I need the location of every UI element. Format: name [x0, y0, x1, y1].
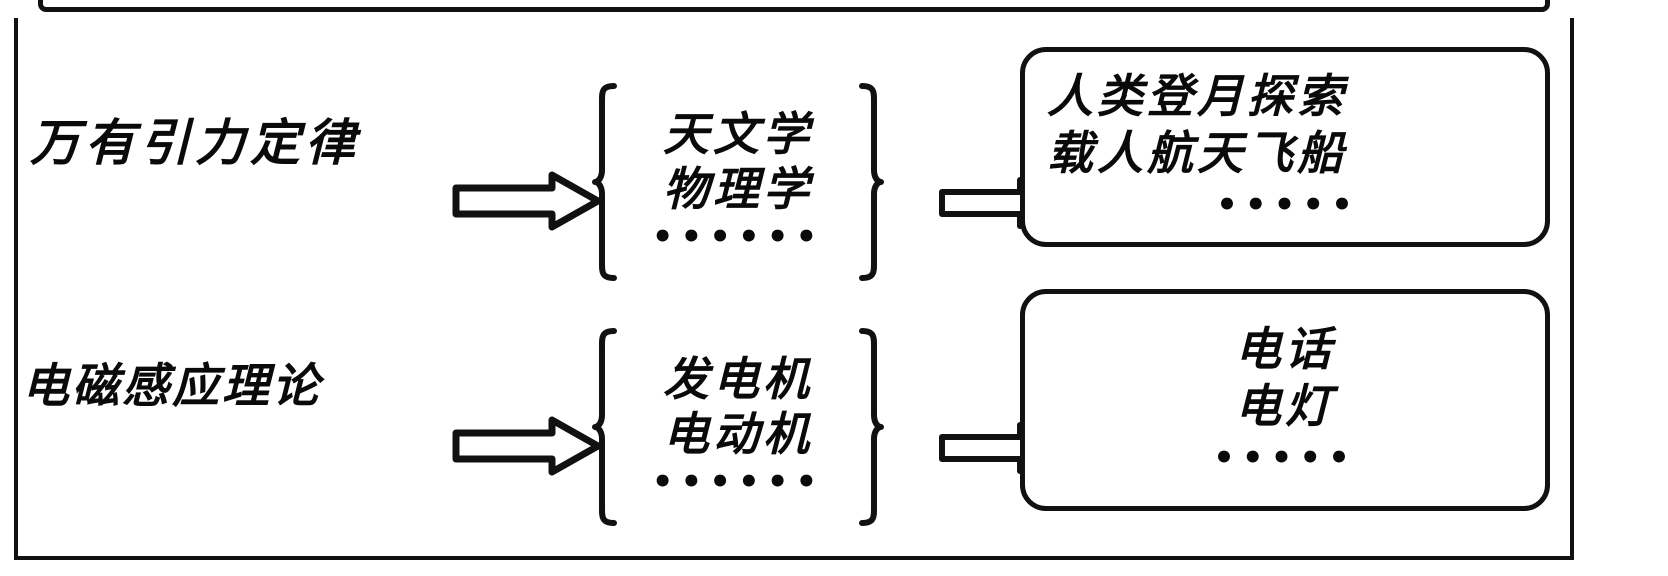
source-term-label: 万有引力定律 — [30, 113, 360, 172]
outcome-line: 电话 — [1235, 322, 1335, 377]
brace-close-icon — [858, 82, 884, 282]
outcome-line: 人类登月探索 — [1047, 69, 1347, 124]
outcome-ellipsis: ••••• — [1213, 437, 1357, 478]
outcome-box: 电话 电灯 ••••• — [1020, 289, 1550, 511]
discipline-brace-group: 天文学 物理学 •••••• — [592, 82, 884, 282]
flow-row-gravitation: 万有引力定律 天文学 物理学 •••••• — [0, 30, 1668, 281]
discipline-list: 天文学 物理学 •••••• — [618, 82, 858, 282]
outcome-box: 人类登月探索 载人航天飞船 ••••• — [1020, 47, 1550, 247]
block-arrow-right-icon — [452, 415, 602, 477]
source-term-label: 电磁感应理论 — [22, 359, 322, 414]
outer-frame-border — [14, 18, 1574, 560]
discipline-list: 发电机 电动机 •••••• — [618, 327, 858, 527]
brace-close-icon — [858, 327, 884, 527]
discipline-item: 天文学 — [663, 107, 813, 162]
brace-open-icon — [592, 82, 618, 282]
discipline-ellipsis: •••••• — [651, 217, 825, 258]
outcome-ellipsis: ••••• — [1216, 184, 1360, 225]
flow-row-electromagnetic-induction: 电磁感应理论 发电机 电动机 •••••• — [0, 275, 1668, 526]
brace-open-icon — [592, 327, 618, 527]
discipline-item: 发电机 — [663, 352, 813, 407]
outcome-line: 载人航天飞船 — [1047, 125, 1347, 180]
discipline-item: 物理学 — [663, 162, 813, 217]
discipline-ellipsis: •••••• — [651, 462, 825, 503]
discipline-item: 电动机 — [663, 407, 813, 462]
block-arrow-right-icon — [452, 170, 602, 232]
top-partial-box — [38, 0, 1550, 12]
discipline-brace-group: 发电机 电动机 •••••• — [592, 327, 884, 527]
outcome-line: 电灯 — [1235, 378, 1335, 433]
